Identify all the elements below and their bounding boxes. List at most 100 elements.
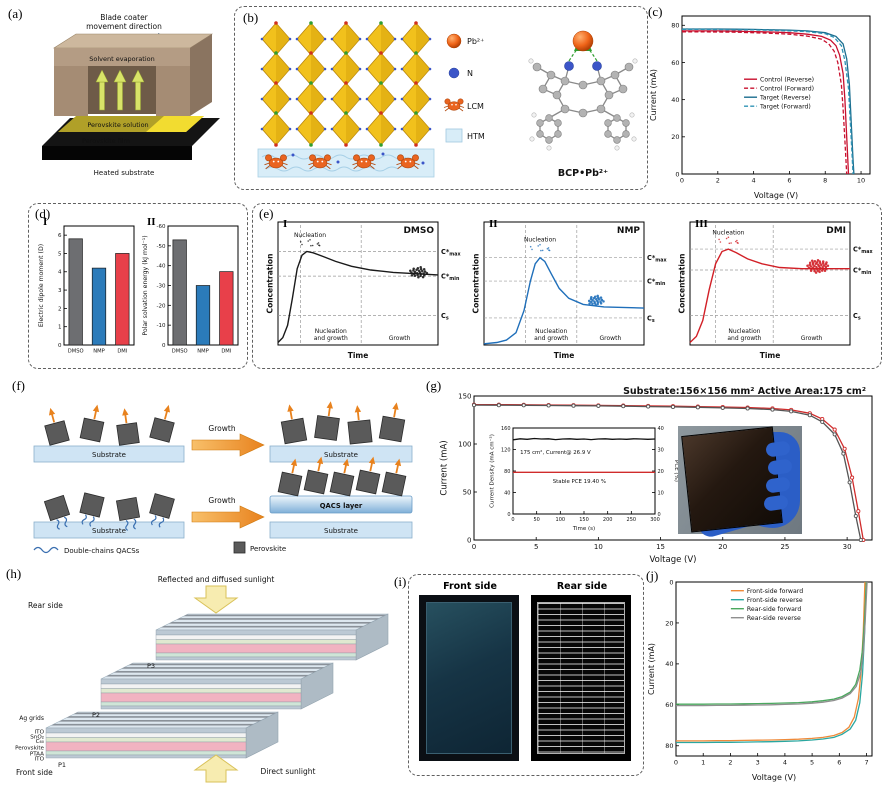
chart-circle — [358, 97, 362, 101]
chart-text: Growth — [389, 335, 411, 342]
chart-text: Current Density (mA cm⁻²) — [489, 434, 496, 508]
chart-circle — [545, 136, 553, 144]
chart-text: 0 — [162, 343, 166, 349]
chart-polygon — [346, 53, 360, 85]
chart-text: and growth — [727, 335, 761, 342]
chart-rect — [43, 494, 71, 522]
chart-g — [149, 404, 175, 443]
chart-circle — [393, 127, 397, 131]
perovskite-grains — [43, 401, 407, 531]
chart-circle — [815, 267, 819, 270]
chart-circle — [736, 239, 738, 242]
chart-circle — [310, 244, 312, 247]
chart-text: 175 cm², Current@ 26.9 V — [520, 449, 591, 456]
substrate-bar — [33, 521, 185, 539]
chart-line — [289, 410, 293, 420]
chart-text: C*max — [647, 254, 668, 264]
chart-circle — [323, 127, 327, 131]
panel-a-label: (a) — [8, 6, 23, 21]
chart-circle — [400, 127, 404, 131]
chart-circle — [330, 127, 334, 131]
layer-label-ptaa: PTAA — [30, 752, 44, 758]
chart-rect — [79, 492, 105, 518]
chart-line — [393, 408, 397, 418]
chart-circle — [593, 295, 597, 298]
chart-text: C*min — [647, 277, 666, 287]
chart-circle — [590, 300, 593, 304]
chart-circle — [728, 242, 731, 245]
panel-e-roman-2: II — [489, 218, 498, 230]
chart-circle — [309, 143, 313, 147]
chart-circle — [541, 249, 544, 252]
pb-legend-label: Pb²⁺ — [467, 37, 484, 46]
chart-circle — [413, 270, 417, 274]
chart-text: 160 — [501, 426, 511, 432]
chart-rect — [116, 422, 140, 446]
chart-circle — [423, 270, 427, 273]
chart-circle — [858, 537, 863, 543]
chart-rect — [172, 239, 187, 346]
up-arrow-icon — [193, 754, 239, 783]
chart-text: Nucleation — [524, 237, 556, 244]
chart-rect — [155, 652, 357, 658]
chart-circle — [311, 244, 314, 247]
chart-text: -30 — [157, 283, 166, 289]
chart-path — [81, 514, 87, 525]
chart-circle — [571, 403, 576, 408]
chart-line — [369, 462, 374, 472]
htm-legend-label: HTM — [467, 132, 485, 141]
chart-polygon — [416, 53, 430, 85]
chart-text: 40 — [658, 426, 664, 432]
chart-circle — [260, 67, 264, 71]
substrate-bar — [269, 445, 413, 463]
chart-text: 0 — [658, 512, 661, 518]
chart-text: 60 — [671, 59, 679, 67]
chart-rect — [155, 643, 357, 654]
chart-polygon — [381, 23, 395, 55]
chart-circle — [416, 273, 419, 277]
chart-text: NMP — [617, 226, 640, 236]
chart-text: 2 — [728, 759, 732, 767]
chart-circle — [727, 236, 730, 239]
rear-side-label: Rear side — [28, 601, 63, 610]
chart-g — [378, 402, 406, 443]
chart-circle — [809, 265, 813, 268]
chart-text: 10 — [857, 177, 865, 185]
chart-circle — [323, 37, 327, 41]
substrate-bar — [269, 521, 413, 539]
chart-circle — [826, 264, 830, 268]
chart-text: 40 — [671, 96, 679, 104]
chart-polygon — [51, 723, 255, 726]
chart-circle — [299, 241, 302, 243]
chart-polygon — [176, 618, 380, 620]
chart-text: DMSO — [403, 226, 434, 236]
chart-text: 30 — [658, 447, 664, 453]
chart-text: Time (s) — [572, 526, 595, 532]
chart-circle — [806, 264, 809, 267]
chart-text: NMP — [197, 349, 209, 355]
chart-circle — [600, 298, 604, 302]
chart-text: Nucleation — [728, 328, 760, 335]
chart-rect — [512, 427, 656, 515]
chart-rect — [44, 420, 70, 446]
chart-polygon — [311, 23, 325, 55]
chart-polygon — [290, 458, 298, 467]
panel-f-label: (f) — [12, 378, 25, 393]
chart-circle — [400, 97, 404, 101]
chart-text: Front-side forward — [747, 588, 803, 595]
n-atom — [592, 61, 602, 71]
qacs-layer — [269, 495, 413, 514]
front-side-title: Front side — [443, 581, 497, 592]
chart-circle — [295, 37, 299, 41]
chart-path — [676, 581, 866, 742]
chart-text: 25 — [780, 543, 789, 551]
chart-circle — [365, 97, 369, 101]
chart-circle — [809, 269, 813, 272]
chart-g — [116, 408, 140, 446]
chart-text: 8 — [823, 177, 827, 185]
chart-text: 200 — [603, 517, 613, 523]
